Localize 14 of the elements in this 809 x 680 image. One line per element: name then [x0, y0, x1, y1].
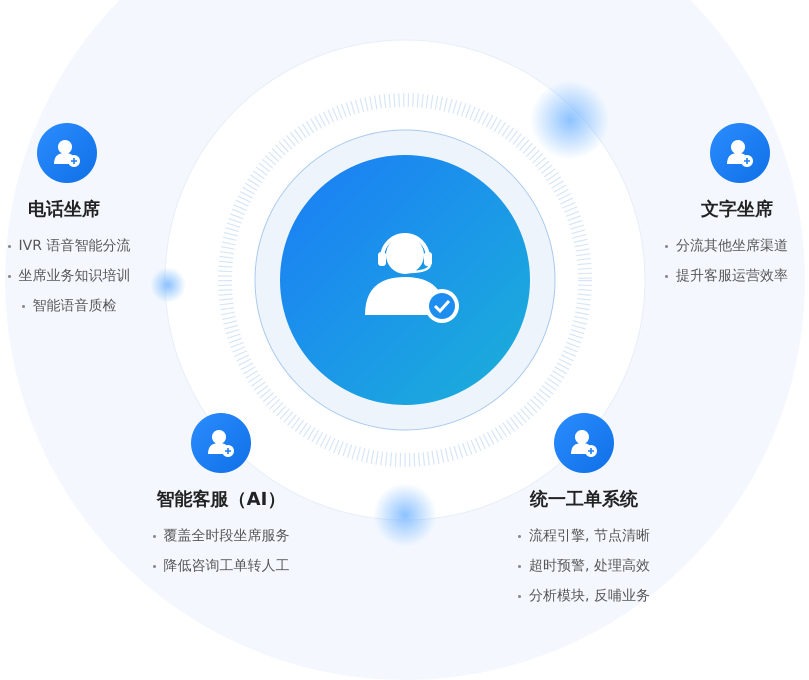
feature-item: 降低咨询工单转人工	[164, 557, 290, 576]
feature-item: 分流其他坐席渠道	[676, 237, 788, 256]
feature-item: 覆盖全时段坐席服务	[164, 527, 290, 546]
feature-heading: 电话坐席	[28, 198, 100, 221]
feature-item: 智能语音质检	[32, 297, 116, 316]
feature-heading: 统一工单系统	[530, 488, 638, 511]
feature-item: 流程引擎, 节点清晰	[529, 527, 650, 546]
feature-item: IVR 语音智能分流	[18, 237, 130, 256]
feature-item: 坐席业务知识培训	[18, 267, 130, 286]
feature-item: 超时预警, 处理高效	[529, 557, 650, 576]
feature-item: 分析模块, 反哺业务	[529, 587, 650, 606]
feature-item: 提升客服运营效率	[676, 267, 788, 286]
feature-heading: 智能客服（AI）	[156, 488, 286, 511]
feature-heading: 文字坐席	[701, 198, 773, 221]
